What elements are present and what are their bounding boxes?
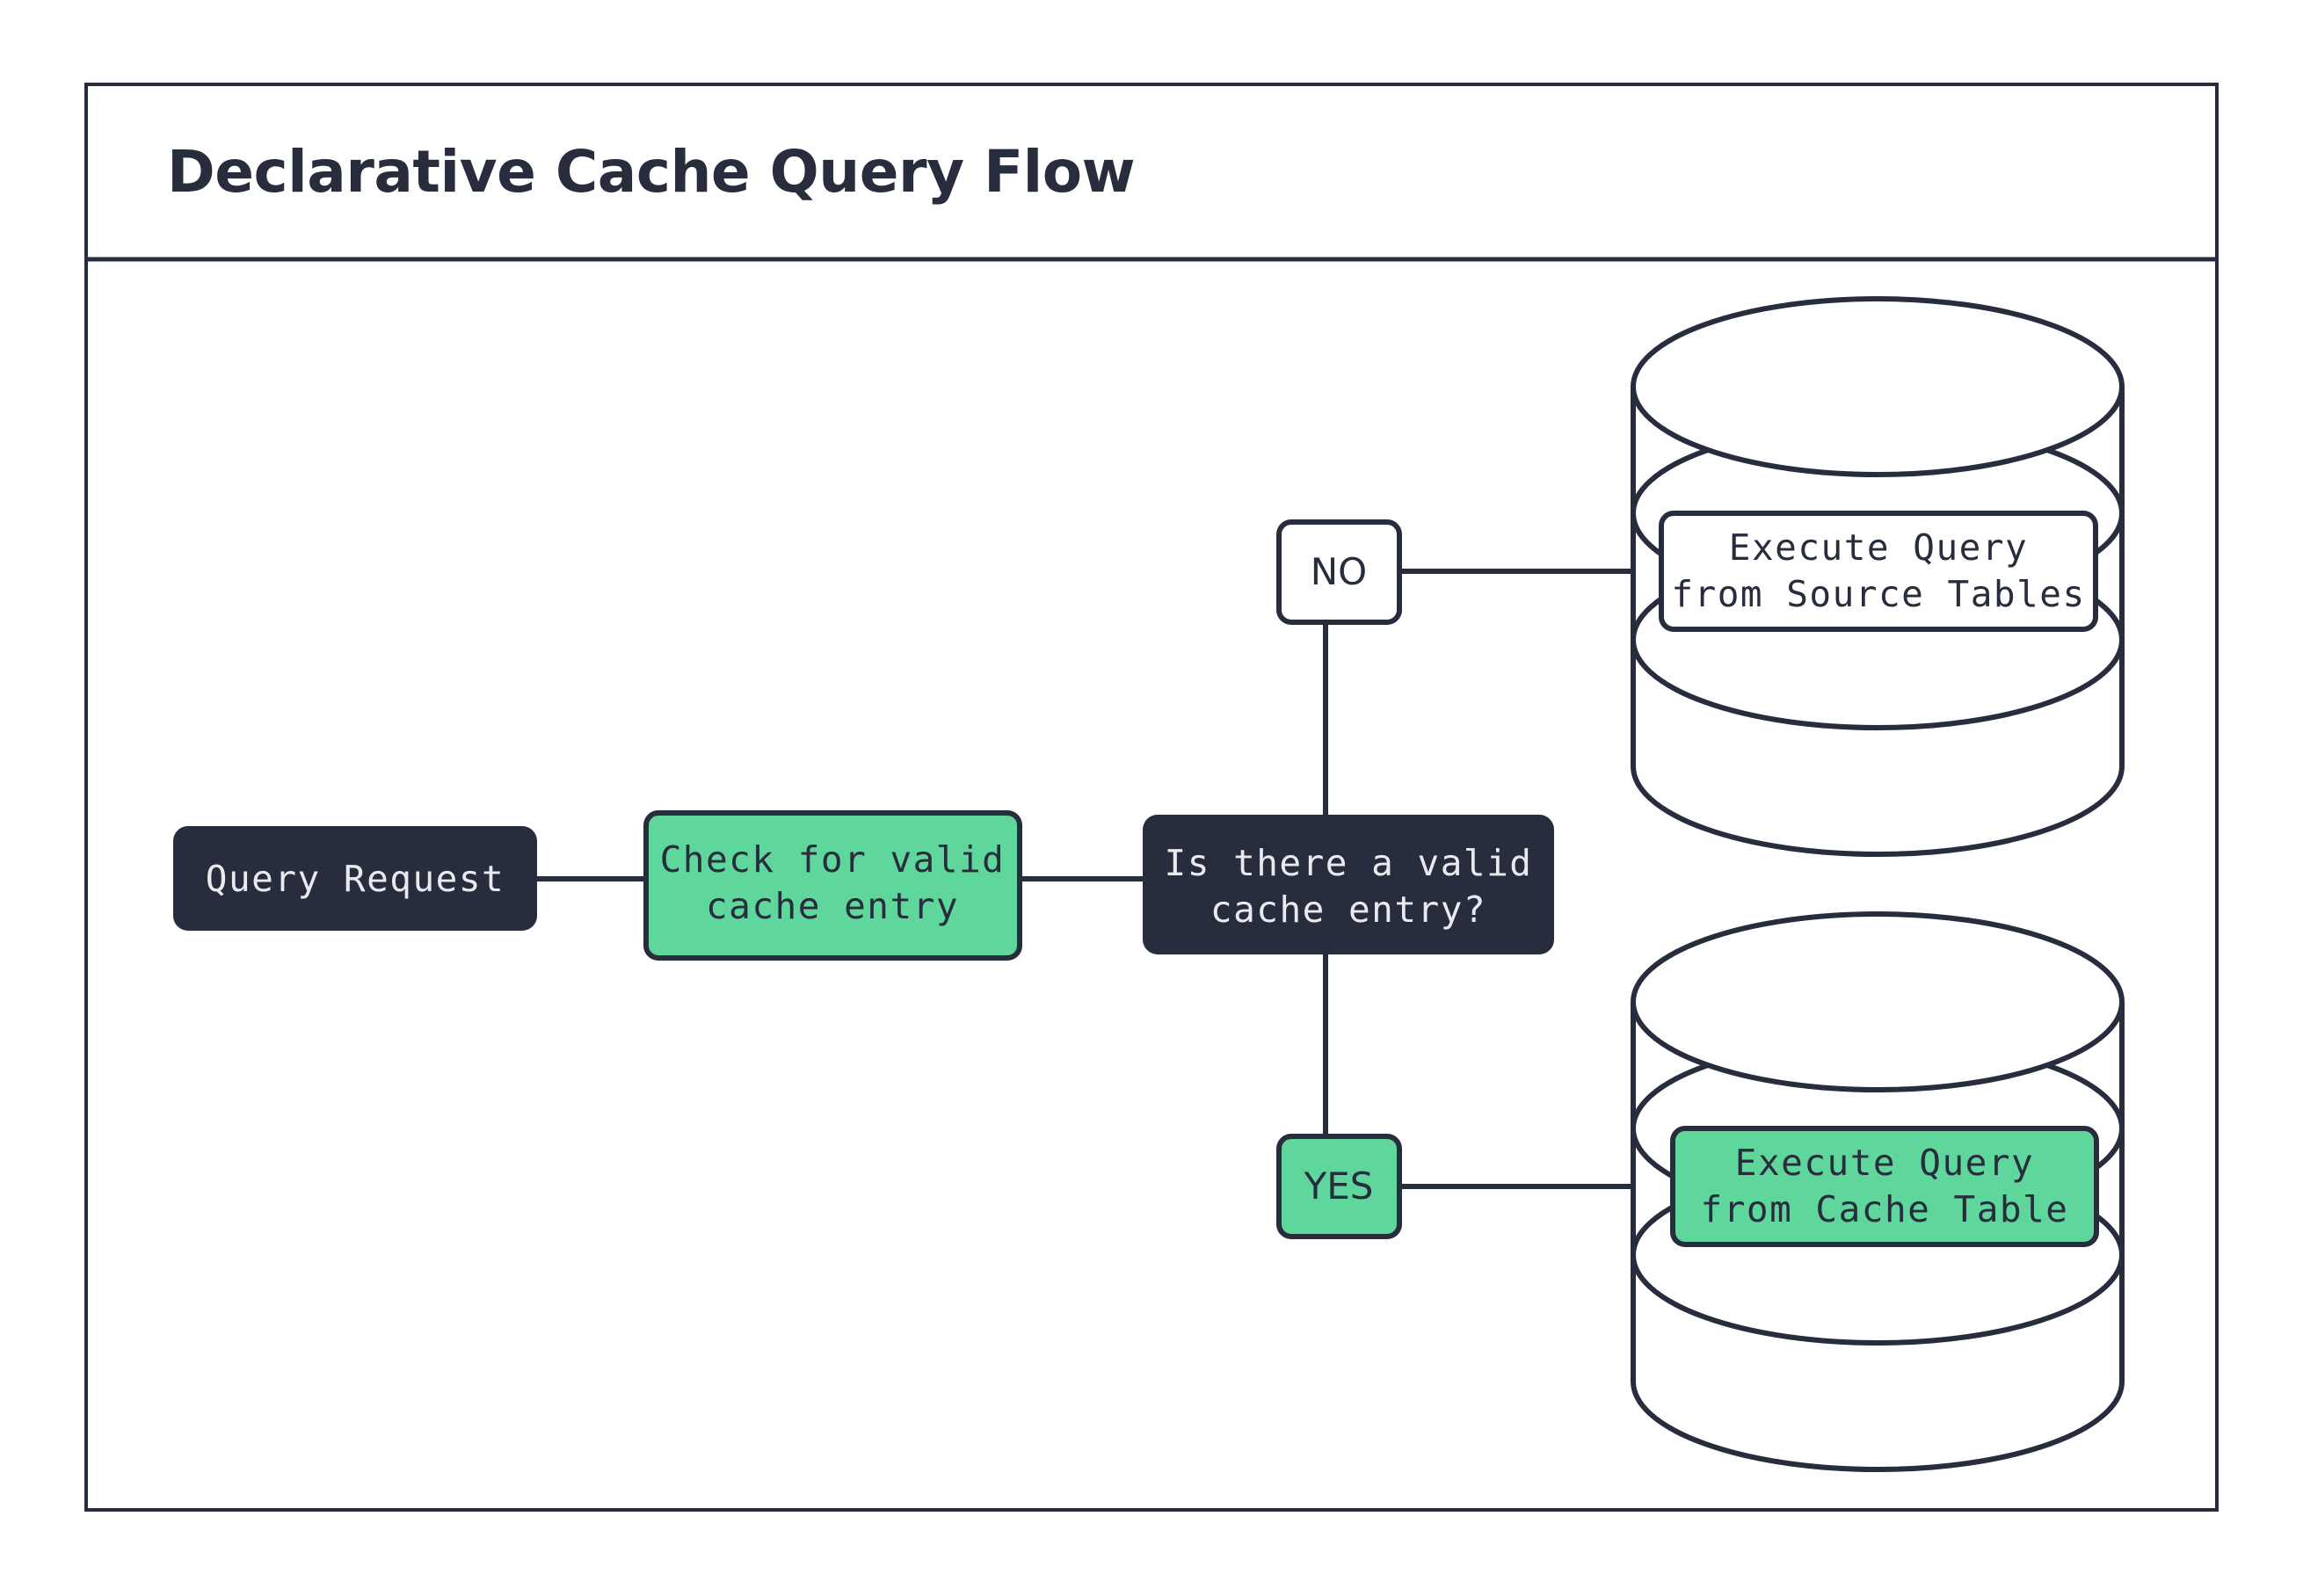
branch-no-text: NO	[1311, 550, 1367, 593]
check-cache-label-line1: Check for valid	[660, 838, 1006, 881]
cache-db-label-line2: from Cache Table	[1701, 1188, 2069, 1230]
node-query-request[interactable]: Query Request	[173, 826, 537, 931]
page-title: Declarative Cache Query Flow	[167, 138, 1135, 206]
decision-label-line1: Is there a valid	[1165, 842, 1533, 884]
decision-label-line2: cache entry?	[1210, 889, 1486, 931]
branch-yes-text: YES	[1304, 1164, 1374, 1208]
cache-db-label-line1: Execute Query	[1735, 1142, 2034, 1184]
cache-db-label-box[interactable]	[1670, 1126, 2099, 1247]
source-db-label-box[interactable]	[1659, 511, 2098, 632]
db-disk-1	[1631, 296, 2125, 477]
node-decision-valid-cache[interactable]: Is there a valid cache entry?	[1143, 815, 1554, 954]
cache-db-disk-1	[1631, 911, 2125, 1092]
query-request-label: Query Request	[206, 858, 505, 900]
branch-label-yes[interactable]: YES	[1276, 1134, 1402, 1239]
source-tables-database[interactable]: Execute Query from Source Tables	[1631, 296, 2125, 857]
source-db-label-line1: Execute Query	[1729, 526, 2028, 569]
branch-label-no[interactable]: NO	[1276, 519, 1402, 625]
node-check-cache-entry[interactable]: Check for valid cache entry	[643, 810, 1022, 961]
cache-table-database[interactable]: Execute Query from Cache Table	[1631, 911, 2125, 1472]
source-db-label-line2: from Source Tables	[1671, 573, 2085, 615]
check-cache-label-line2: cache entry	[706, 885, 959, 927]
